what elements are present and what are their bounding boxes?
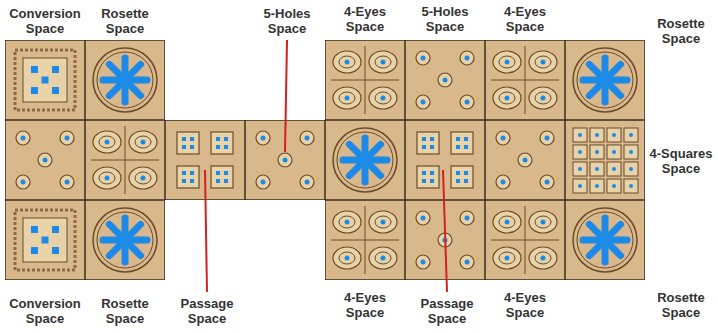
- space-label: Rosette Space: [646, 16, 716, 46]
- space-label: 4-Eyes Space: [485, 4, 565, 34]
- rosette-square: [325, 120, 405, 200]
- space-label: 4-Eyes Space: [485, 290, 565, 320]
- leader-line: [285, 40, 287, 152]
- space-label: Rosette Space: [85, 296, 165, 326]
- space-label: 4-Squares Space: [646, 146, 716, 176]
- five-holes-square: [5, 120, 85, 200]
- four-squares-square: [565, 120, 645, 200]
- space-label: 4-Eyes Space: [325, 4, 405, 34]
- space-label: Passage Space: [167, 296, 247, 326]
- five-holes-square: [405, 40, 485, 120]
- rosette-square: [85, 40, 165, 120]
- conversion-square: [5, 40, 85, 120]
- four-eyes-square: [485, 40, 565, 120]
- four-eyes-square: [325, 200, 405, 280]
- space-label: Conversion Space: [5, 296, 85, 326]
- four-eyes-square: [485, 200, 565, 280]
- leader-line: [205, 170, 207, 292]
- space-label: Rosette Space: [85, 6, 165, 36]
- rosette-square: [565, 40, 645, 120]
- rosette-square: [85, 200, 165, 280]
- space-label: 5-Holes Space: [247, 6, 327, 36]
- space-label: Conversion Space: [5, 6, 85, 36]
- space-label: Passage Space: [407, 296, 487, 326]
- space-label: 4-Eyes Space: [325, 290, 405, 320]
- rosette-square: [565, 200, 645, 280]
- five-holes-square: [485, 120, 565, 200]
- four-eyes-square: [85, 120, 165, 200]
- leader-line: [443, 170, 447, 292]
- space-label: 5-Holes Space: [405, 4, 485, 34]
- four-eyes-square: [325, 40, 405, 120]
- conversion-square: [5, 200, 85, 280]
- space-label: Rosette Space: [646, 290, 716, 320]
- passage-square: [405, 120, 485, 200]
